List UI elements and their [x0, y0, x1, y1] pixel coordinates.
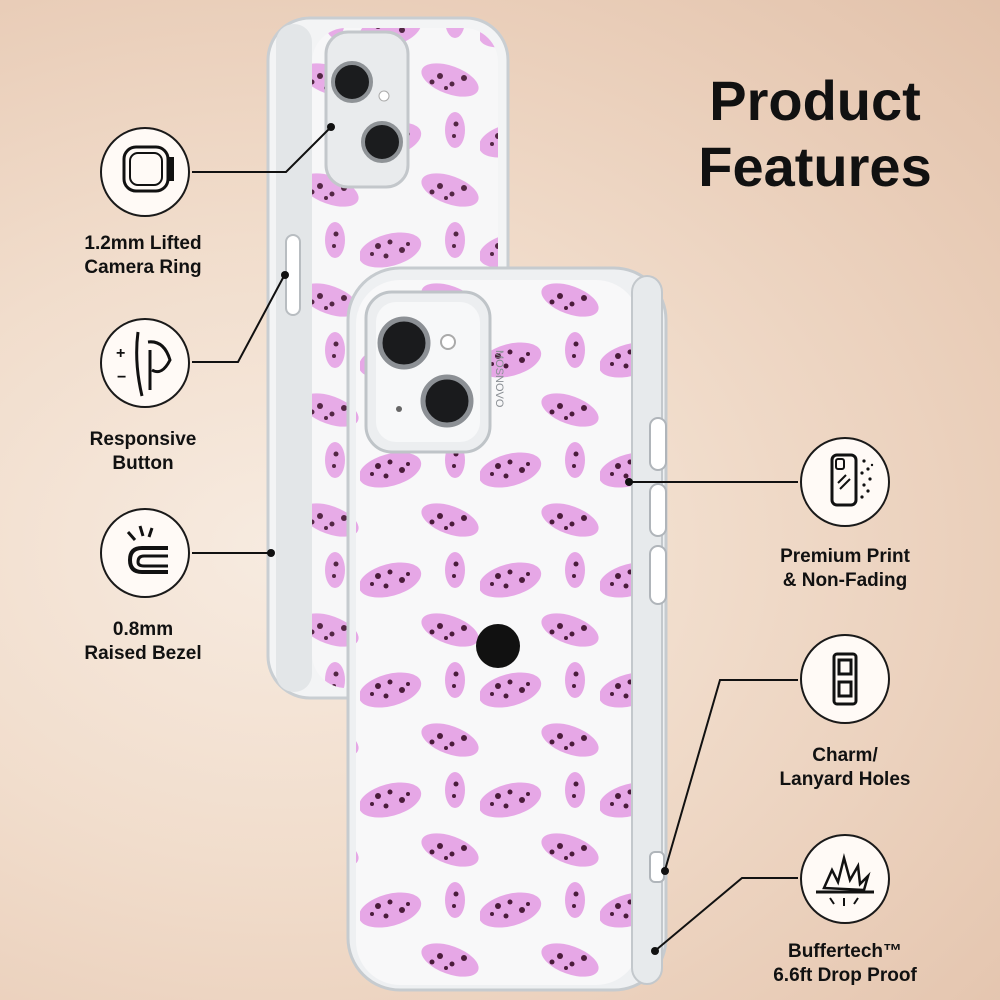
raised-bezel-badge — [100, 508, 190, 598]
front-phone-case: MOSNOVO — [346, 266, 668, 992]
feature-label-premium-print: Premium Print & Non-Fading — [780, 546, 910, 591]
feature-label-camera-ring: 1.2mm Lifted Camera Ring — [84, 233, 202, 278]
callout-lines — [192, 123, 798, 955]
drop-proof-badge — [800, 834, 890, 924]
brand-mark: MOSNOVO — [493, 350, 505, 408]
drop-proof-icon — [816, 853, 874, 906]
feature-label-drop-proof: Buffertech™ 6.6ft Drop Proof — [773, 941, 917, 986]
responsive-button-badge: + − — [100, 318, 190, 408]
camera-ring-badge — [100, 127, 190, 217]
premium-print-icon — [830, 453, 874, 507]
svg-text:+: + — [116, 345, 125, 362]
camera-ring-icon — [122, 145, 174, 193]
lanyard-holes-icon — [832, 652, 858, 706]
svg-text:−: − — [117, 369, 126, 386]
lanyard-holes-badge — [800, 634, 890, 724]
raised-bezel-icon — [126, 525, 168, 574]
feature-label-responsive-button: Responsive Button — [89, 429, 197, 474]
page-title: Product Features — [640, 68, 990, 200]
premium-print-badge — [800, 437, 890, 527]
title-line-2: Features — [698, 135, 932, 198]
feature-label-raised-bezel: 0.8mm Raised Bezel — [84, 619, 202, 664]
feature-label-lanyard-holes: Charm/ Lanyard Holes — [779, 745, 911, 790]
title-line-1: Product — [709, 69, 921, 132]
responsive-button-icon: + − — [116, 331, 172, 397]
